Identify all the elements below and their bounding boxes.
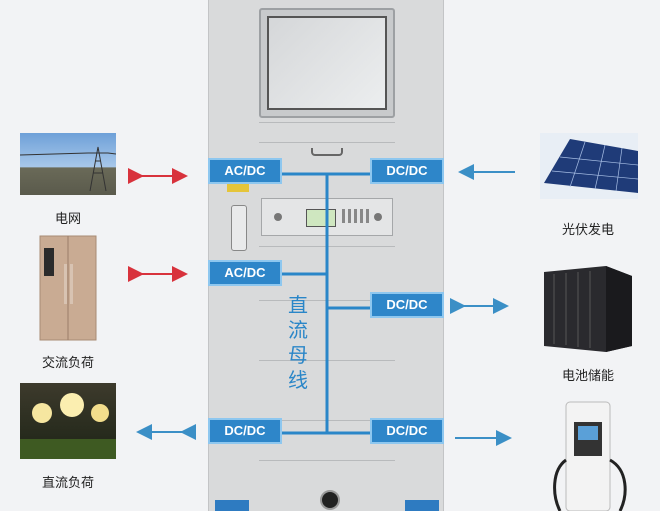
ac-load-converter: AC/DC: [208, 260, 282, 286]
emergency-stop-icon: [320, 490, 340, 510]
warning-tag: [227, 184, 249, 192]
ev-charger-icon: [553, 401, 627, 511]
charger-converter: DC/DC: [370, 418, 444, 444]
transmission-tower-icon: [20, 146, 116, 192]
light-bulb-icon: [20, 393, 116, 459]
battery-converter: DC/DC: [370, 292, 444, 318]
pv-converter: DC/DC: [370, 158, 444, 184]
pv-label: 光伏发电: [561, 223, 614, 238]
grid-image: [20, 133, 116, 195]
grid-label: 电网: [54, 212, 81, 227]
ev-charger-image: [548, 400, 634, 511]
pv-image: [540, 133, 638, 199]
dc-load-converter: DC/DC: [208, 418, 282, 444]
battery-label: 电池储能: [561, 369, 614, 384]
dc-load-image: [20, 383, 116, 459]
touch-screen: [267, 16, 387, 110]
ac-load-image: [38, 234, 98, 342]
grid-converter: AC/DC: [208, 158, 282, 184]
battery-cabinet-icon: [544, 266, 632, 352]
dc-load-label: 直流负荷: [41, 476, 94, 491]
battery-image: [540, 262, 636, 354]
ac-load-label: 交流负荷: [41, 356, 94, 371]
dc-bus: [282, 172, 372, 435]
door-lock-icon: [231, 205, 247, 251]
dc-bus-label: 直流母线: [288, 293, 308, 392]
solar-panel-icon: [544, 139, 638, 193]
refrigerator-icon: [39, 235, 97, 341]
drawer-handle: [311, 148, 343, 156]
touch-screen-frame: [259, 8, 395, 118]
